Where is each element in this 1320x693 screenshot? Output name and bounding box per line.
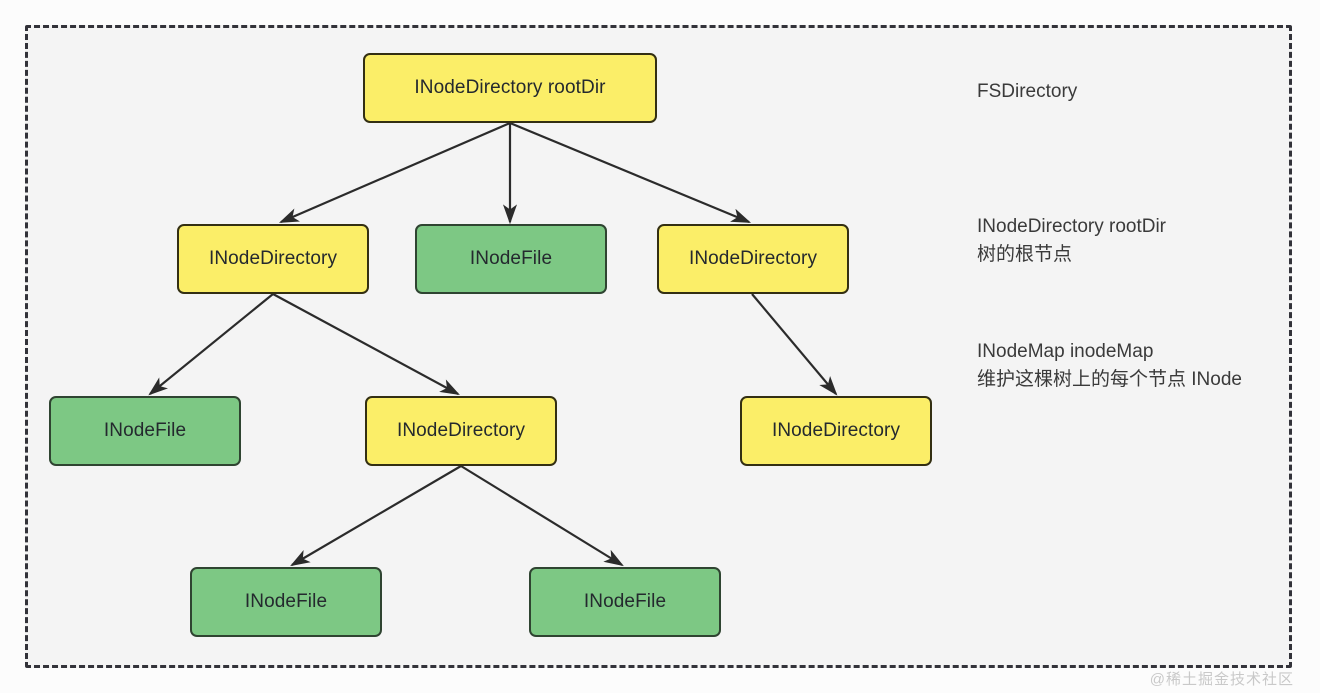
node-label: INodeFile (469, 248, 553, 269)
node-label: INodeFile (244, 591, 328, 612)
annotation-a3: INodeMap inodeMap 维护这棵树上的每个节点 INode (977, 341, 1242, 390)
node-f1[interactable]: INodeFile (415, 224, 607, 294)
node-d4[interactable]: INodeDirectory (740, 396, 932, 466)
node-label: INodeFile (583, 591, 667, 612)
node-label: INodeDirectory (688, 248, 818, 269)
node-d2[interactable]: INodeDirectory (657, 224, 849, 294)
node-label: INodeFile (103, 420, 187, 441)
node-label: INodeDirectory rootDir (414, 77, 606, 98)
node-d3[interactable]: INodeDirectory (365, 396, 557, 466)
watermark: @稀土掘金技术社区 (1149, 671, 1294, 688)
annotation-a1: FSDirectory (977, 81, 1078, 102)
node-label: INodeDirectory (771, 420, 901, 441)
node-f3[interactable]: INodeFile (190, 567, 382, 637)
node-f2[interactable]: INodeFile (49, 396, 241, 466)
annotation-a2: INodeDirectory rootDir 树的根节点 (977, 216, 1166, 265)
node-label: INodeDirectory (208, 248, 338, 269)
node-root[interactable]: INodeDirectory rootDir (363, 53, 657, 123)
node-d1[interactable]: INodeDirectory (177, 224, 369, 294)
node-label: INodeDirectory (396, 420, 526, 441)
node-f4[interactable]: INodeFile (529, 567, 721, 637)
